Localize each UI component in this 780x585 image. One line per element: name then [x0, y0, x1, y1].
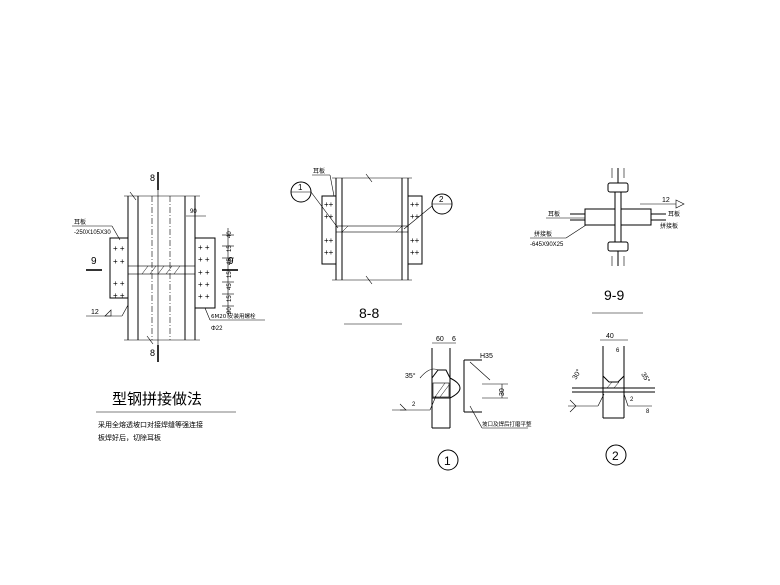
- svg-text:+ +: + +: [113, 257, 125, 266]
- d2-dim-2: 2: [630, 397, 634, 403]
- bolt-hole-label: Φ22: [211, 326, 223, 332]
- page-title: 型钢拼接做法: [112, 390, 202, 408]
- left-elevation: 8 8 + + + + + + + + + + + + + + + +: [72, 172, 265, 442]
- d2-angle-right: 35°: [639, 371, 651, 384]
- dim-right-6: 90: [227, 307, 233, 314]
- view-9-9-title: 9-9: [604, 287, 624, 303]
- d2-dim-8: 8: [646, 409, 650, 415]
- v88-splice-band: [335, 225, 409, 233]
- v99-ear-spec: -645X90X25: [530, 242, 564, 248]
- d1-backing: [432, 382, 450, 398]
- view-9-9: 耳板 拼接板 -645X90X25 耳板 拼接板 12 9-9: [530, 168, 685, 314]
- v99-ear-plate-left: [584, 208, 616, 226]
- v88-ear-plate-label: 耳板: [313, 167, 325, 175]
- section-9-right-label: 9: [228, 256, 234, 267]
- svg-text:+ +: + +: [113, 291, 125, 300]
- detail-1-mark: [437, 449, 459, 471]
- weld-left-flange: [127, 265, 139, 275]
- d1-dim-60: 60: [436, 336, 444, 343]
- section-8-bottom-label: 8: [150, 348, 155, 358]
- d1-angle: 35°: [405, 372, 416, 380]
- detail-1-label: 1: [444, 454, 451, 468]
- v88-callout-2-leader: [403, 205, 433, 230]
- svg-text:++: ++: [324, 212, 334, 221]
- dim-right-1: 15: [227, 245, 233, 252]
- d1-weld-groove: [431, 369, 451, 399]
- note-line-2: 板焊好后，切除耳板: [98, 433, 161, 442]
- svg-text:++: ++: [410, 200, 420, 209]
- svg-text:+ +: + +: [113, 244, 125, 253]
- note-line-1: 采用全熔透坡口对接焊缝等强连接: [98, 420, 203, 429]
- v99-ear-left-label: 耳板: [548, 210, 560, 218]
- svg-text:+ +: + +: [198, 292, 210, 301]
- svg-text:++: ++: [410, 248, 420, 257]
- v88-bolts: ++ ++ ++ ++ ++ ++ ++ ++: [324, 200, 420, 257]
- detail-2-label: 2: [612, 449, 619, 463]
- view-8-8: ++ ++ ++ ++ ++ ++ ++ ++ 1 2 耳板 8-8: [290, 167, 453, 325]
- weld-12-left-label: 12: [91, 309, 99, 316]
- ear-plate-left-bolts: + + + + + + + +: [113, 244, 125, 300]
- v88-callout-1-leader: [310, 191, 339, 229]
- ear-plate-left-spec: -250X105X30: [74, 230, 111, 236]
- svg-text:++: ++: [324, 200, 334, 209]
- svg-text:+ +: + +: [113, 279, 125, 288]
- top-break-line: [124, 191, 200, 201]
- d1-note-leader: [469, 405, 483, 429]
- d1-note: 坡口及焊后打磨平整: [482, 420, 532, 428]
- v88-callout-1-label: 1: [298, 183, 303, 192]
- d2-dim-6: 6: [616, 348, 620, 354]
- svg-text:++: ++: [324, 248, 334, 257]
- dim-top-90: 90: [190, 209, 197, 215]
- dim-right-4: 45: [227, 283, 233, 290]
- svg-text:+ +: + +: [198, 243, 210, 252]
- bolt-note-label: 6M20 安装用螺栓: [211, 312, 256, 320]
- section-8-top-label: 8: [150, 173, 155, 183]
- d2-dim-40: 40: [606, 333, 614, 340]
- detail-1: 60 6 H35 35° 2 30 坡口及焊后打磨平整 1: [392, 336, 532, 471]
- v99-bottom-flange: [607, 241, 629, 252]
- d1-dim-30: 30: [499, 388, 506, 396]
- bolt-note-leader: [204, 307, 211, 321]
- weld-12-right-label: 12: [662, 197, 670, 204]
- ear-plate-left-label: 耳板: [74, 218, 86, 226]
- svg-text:+ +: + +: [198, 280, 210, 289]
- d2-angle-left: 30°: [571, 368, 583, 381]
- dim-right-5: 15: [227, 295, 233, 302]
- d1-dim-6: 6: [452, 336, 456, 343]
- v88-top-break: [332, 173, 412, 183]
- weld-right-flange: [184, 265, 196, 275]
- dim-right-0: 40: [227, 231, 233, 238]
- v88-callout-2-label: 2: [439, 195, 444, 204]
- v99-top-flange: [607, 182, 629, 193]
- detail-2: 40 6 30° 35° 8 2 2: [568, 333, 655, 466]
- v99-pointer-plate-label: 拼接板: [534, 230, 552, 238]
- bottom-break-line: [124, 335, 200, 345]
- v99-ear-plate-right: [620, 208, 652, 226]
- right-dimension-chain: 40 15 45 15 45 15 90 90: [186, 209, 234, 318]
- d1-h35: H35: [480, 353, 493, 360]
- section-9-left-label: 9: [91, 256, 97, 267]
- svg-text:+ +: + +: [198, 268, 210, 277]
- v88-bottom-break: [332, 275, 412, 285]
- svg-text:++: ++: [410, 212, 420, 221]
- v99-ear-right-label: 耳板: [668, 210, 680, 218]
- view-8-8-title: 8-8: [359, 305, 379, 321]
- detail-2-mark: [605, 444, 627, 466]
- svg-text:++: ++: [410, 236, 420, 245]
- d2-groove: [602, 375, 625, 383]
- d1-flange-arc: [449, 377, 461, 399]
- svg-text:+ +: + +: [198, 255, 210, 264]
- ear-plate-right-bolts: + + + + + + + + + +: [198, 243, 210, 301]
- d1-dim-2: 2: [412, 402, 416, 408]
- svg-text:++: ++: [324, 236, 334, 245]
- dim-right-2: 45: [227, 258, 233, 265]
- v99-pointer-right-label: 拼接板: [660, 222, 678, 230]
- dim-right-3: 15: [227, 271, 233, 278]
